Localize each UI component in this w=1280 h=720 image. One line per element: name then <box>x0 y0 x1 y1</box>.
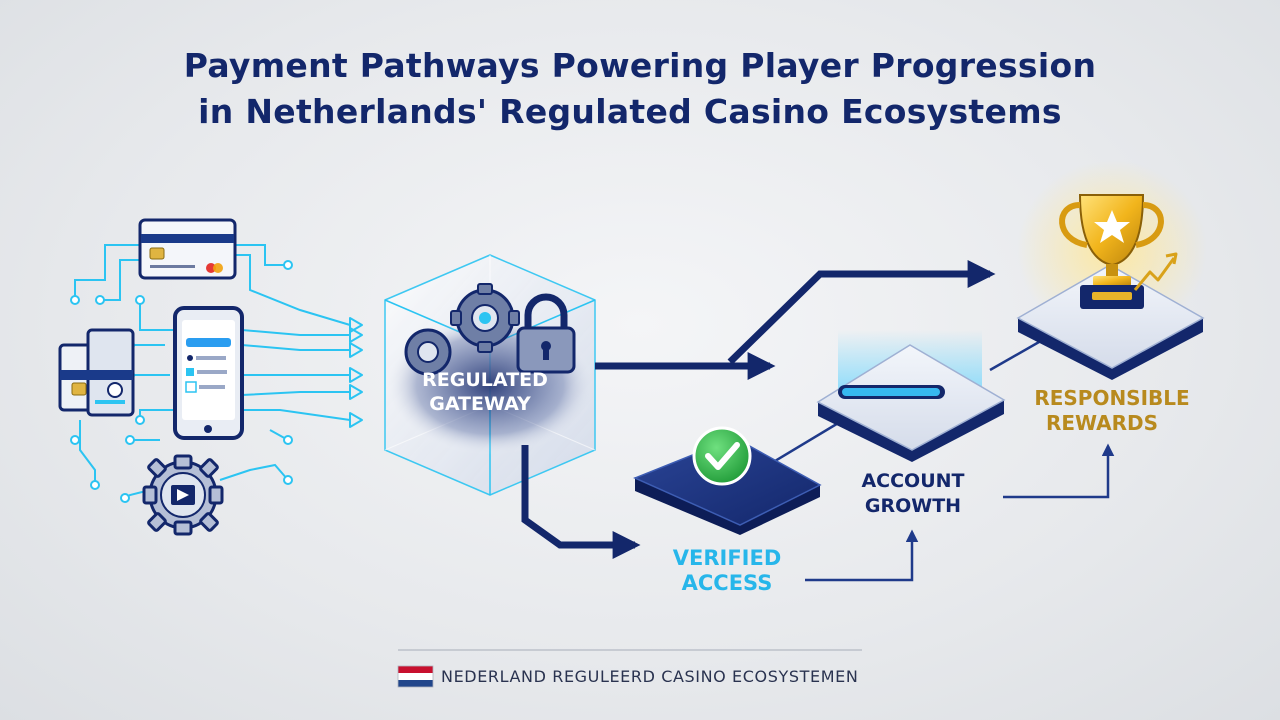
navy-flow-arrows <box>521 260 996 559</box>
gears-icon <box>404 283 520 376</box>
flag-icon <box>397 665 434 688</box>
account-growth-platform <box>816 330 1006 462</box>
id-card-icon <box>58 328 135 417</box>
page-title-line-1: Payment Pathways Powering Player Progres… <box>183 46 1097 85</box>
verified-label-line-2: ACCESS <box>682 571 773 595</box>
verified-label-line-1: VERIFIED <box>673 546 782 570</box>
rewards-label-line-2: REWARDS <box>1046 411 1158 435</box>
credit-card-icon <box>138 218 237 280</box>
checkmark-icon <box>692 426 752 486</box>
gear-icon <box>142 454 224 536</box>
padlock-icon <box>516 293 576 374</box>
growth-arrow-icon <box>1133 252 1178 291</box>
page-title-line-2: in Netherlands' Regulated Casino Ecosyst… <box>198 92 1062 131</box>
trophy-icon <box>1059 194 1164 309</box>
rewards-label-line-1: RESPONSIBLE <box>1034 386 1189 410</box>
growth-label-line-1: ACCOUNT <box>861 470 964 492</box>
growth-label-line-2: GROWTH <box>865 495 961 517</box>
footer-caption: NEDERLAND REGULEERD CASINO ECOSYSTEMEN <box>441 667 858 686</box>
gateway-label-line-2: GATEWAY <box>429 393 531 415</box>
gateway-label-line-1: REGULATED <box>422 369 548 391</box>
circuit-arrowheads <box>349 317 363 428</box>
smartphone-icon <box>173 306 244 440</box>
